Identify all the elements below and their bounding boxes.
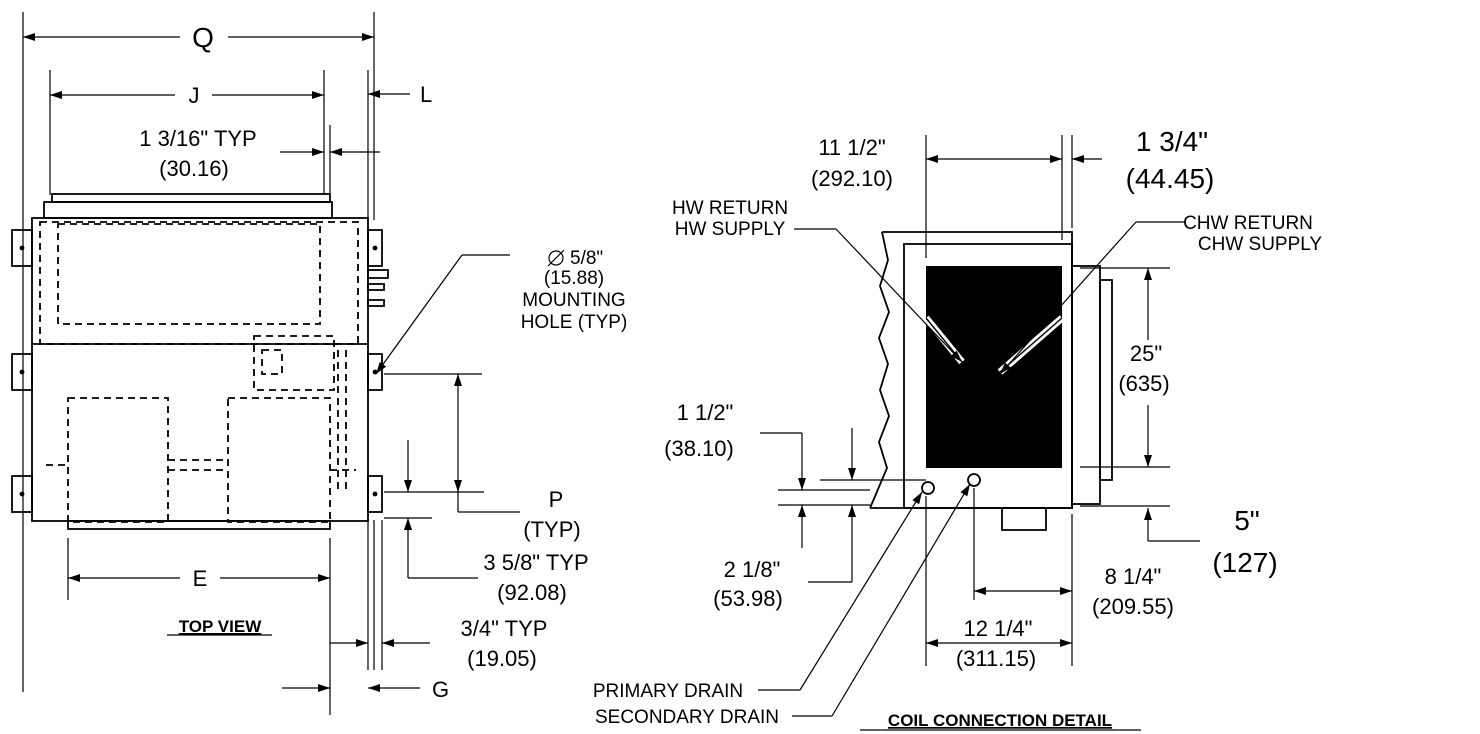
dim-bracket-depth: 3/4" TYP (19.05) (330, 520, 547, 671)
chw-callout: CHW RETURN CHW SUPPLY (999, 213, 1323, 375)
mounting-hole-callout: 5/8" (15.88) MOUNTING HOLE (TYP) (375, 248, 628, 375)
top-view-title: TOP VIEW (179, 617, 262, 636)
unit-body (11, 193, 389, 530)
mounting-hole-line3: MOUNTING (522, 290, 625, 311)
dim-q-label: Q (192, 22, 214, 53)
dim-drain-down: 2 1/8" (53.98) (713, 505, 856, 611)
offset-top-line2: (44.45) (1126, 163, 1215, 194)
flange-line1: 1 3/16" TYP (139, 126, 256, 151)
side-dim-line2: (209.55) (1092, 594, 1174, 619)
flange-line2: (30.16) (159, 156, 229, 181)
offset-top-line1: 1 3/4" (1136, 126, 1208, 157)
secondary-drain-label: SECONDARY DRAIN (595, 707, 779, 728)
bracket-depth-line2: (19.05) (467, 646, 537, 671)
side-dim-line1: 8 1/4" (1105, 564, 1162, 589)
dim-q: Q (23, 22, 374, 53)
dim-bracket-spacing: 3 5/8" TYP (92.08) (384, 440, 589, 605)
bottom-width-line1: 12 1/4" (964, 616, 1033, 641)
drain-down-line1: 2 1/8" (724, 557, 781, 582)
chw-line2: CHW SUPPLY (1198, 234, 1323, 255)
drain-up-line1: 1 1/2" (677, 400, 734, 425)
primary-drain-callout: PRIMARY DRAIN (593, 491, 923, 702)
dim-j: J (50, 83, 324, 108)
dim-offset-top: 1 3/4" (44.45) (1072, 126, 1214, 194)
coil-connection-detail: 11 1/2" (292.10) 1 3/4" (44.45) (593, 126, 1323, 731)
mounting-hole-line2: (15.88) (544, 268, 604, 289)
dim-width-top: 11 1/2" (292.10) (811, 135, 1062, 191)
dim-bottom-width: 12 1/4" (311.15) (925, 496, 1072, 671)
width-top-line1: 11 1/2" (818, 135, 885, 160)
dim-flange: 1 3/16" TYP (30.16) (139, 126, 380, 181)
dim-p-line1: P (549, 487, 564, 512)
dim-bottom-offset: 5" (127) (1080, 505, 1278, 578)
hw-callout: HW RETURN HW SUPPLY (672, 198, 963, 363)
dim-p-line2: (TYP) (523, 517, 580, 542)
primary-drain-label: PRIMARY DRAIN (593, 681, 743, 702)
mounting-hole-line1: 5/8" (570, 248, 603, 269)
top-view: Q J L 1 3/16" TYP (30.16) (11, 12, 628, 715)
dim-drain-up: 1 1/2" (38.10) (664, 400, 926, 506)
dim-j-label: J (189, 83, 200, 108)
drain-down-line2: (53.98) (713, 586, 783, 611)
hw-line2: HW SUPPLY (675, 219, 786, 240)
coil-detail-title: COIL CONNECTION DETAIL (888, 711, 1112, 730)
dim-g-label: G (432, 677, 449, 702)
bottom-off-line1: 5" (1234, 505, 1260, 536)
height-line1: 25" (1130, 341, 1162, 366)
chw-line1: CHW RETURN (1183, 213, 1313, 234)
dim-l: L (368, 82, 432, 107)
dim-e: E (67, 538, 331, 715)
dim-l-label: L (420, 82, 432, 107)
dim-g: G (282, 677, 449, 702)
coil-face (926, 266, 1062, 468)
width-top-line2: (292.10) (811, 166, 893, 191)
coil-body (869, 231, 1113, 531)
drain-up-line2: (38.10) (664, 436, 734, 461)
secondary-drain-callout: SECONDARY DRAIN (595, 483, 971, 728)
hw-line1: HW RETURN (672, 198, 788, 219)
bracket-spacing-line2: (92.08) (497, 580, 567, 605)
dim-side: 8 1/4" (209.55) (973, 488, 1174, 666)
height-line2: (635) (1118, 371, 1169, 396)
mounting-hole-line4: HOLE (TYP) (521, 312, 628, 333)
dim-p: P (TYP) (384, 373, 581, 542)
bracket-spacing-line1: 3 5/8" TYP (483, 550, 588, 575)
bottom-off-line2: (127) (1212, 547, 1277, 578)
dim-height: 25" (635) (1080, 267, 1170, 468)
bottom-width-line2: (311.15) (956, 646, 1036, 671)
bracket-depth-line1: 3/4" TYP (461, 616, 548, 641)
dim-e-label: E (193, 566, 208, 591)
